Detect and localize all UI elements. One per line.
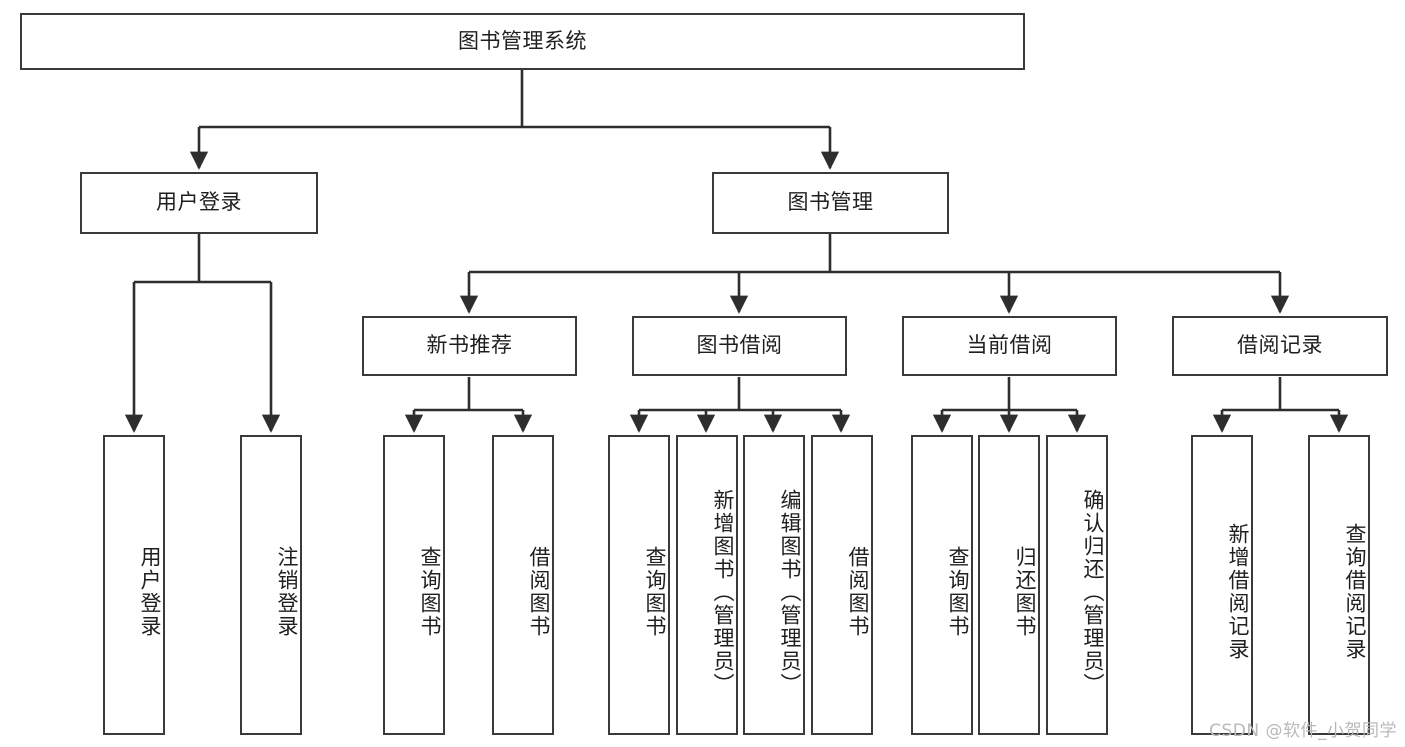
node-borrow-record[interactable]: 借阅记录: [1172, 316, 1388, 376]
leaf-record-add-record[interactable]: 新增借阅记录: [1191, 435, 1253, 735]
node-label: 新增借阅记录: [1226, 523, 1250, 661]
node-label: 编辑图书（管理员）: [778, 488, 802, 696]
node-current-borrow[interactable]: 当前借阅: [902, 316, 1117, 376]
leaf-record-query-record[interactable]: 查询借阅记录: [1308, 435, 1370, 735]
node-label: 借阅记录: [1237, 333, 1323, 358]
node-book-borrow[interactable]: 图书借阅: [632, 316, 847, 376]
node-label: 确认归还（管理员）: [1081, 488, 1105, 696]
node-label: 借阅图书: [527, 546, 551, 638]
leaf-current-query-book[interactable]: 查询图书: [911, 435, 973, 735]
node-root-system[interactable]: 图书管理系统: [20, 13, 1025, 70]
node-label: 图书管理系统: [458, 28, 587, 53]
leaf-user-login-login[interactable]: 用户登录: [103, 435, 165, 735]
node-label: 新书推荐: [426, 333, 513, 358]
leaf-user-login-logout[interactable]: 注销登录: [240, 435, 302, 735]
leaf-borrow-add-book-admin[interactable]: 新增图书（管理员）: [676, 435, 738, 735]
watermark-text: CSDN @软件_小贺同学: [1209, 721, 1397, 741]
node-new-book-recommend[interactable]: 新书推荐: [362, 316, 577, 376]
node-label: 借阅图书: [846, 546, 870, 638]
node-label: 归还图书: [1013, 546, 1037, 638]
leaf-borrow-edit-book-admin[interactable]: 编辑图书（管理员）: [743, 435, 805, 735]
node-label: 当前借阅: [966, 333, 1053, 358]
node-label: 查询图书: [946, 546, 970, 638]
node-label: 新增图书（管理员）: [711, 488, 735, 696]
leaf-current-confirm-return-admin[interactable]: 确认归还（管理员）: [1046, 435, 1108, 735]
node-label: 注销登录: [275, 546, 299, 638]
node-label: 用户登录: [138, 546, 162, 638]
node-user-login[interactable]: 用户登录: [80, 172, 318, 234]
node-label: 图书管理: [787, 190, 874, 215]
leaf-new-book-query[interactable]: 查询图书: [383, 435, 445, 735]
node-label: 用户登录: [156, 190, 242, 215]
leaf-borrow-query-book[interactable]: 查询图书: [608, 435, 670, 735]
node-book-management[interactable]: 图书管理: [712, 172, 949, 234]
leaf-new-book-borrow[interactable]: 借阅图书: [492, 435, 554, 735]
leaf-borrow-borrow-book[interactable]: 借阅图书: [811, 435, 873, 735]
node-label: 查询借阅记录: [1343, 523, 1367, 661]
node-label: 查询图书: [643, 546, 667, 638]
node-label: 查询图书: [418, 546, 442, 638]
leaf-current-return-book[interactable]: 归还图书: [978, 435, 1040, 735]
node-label: 图书借阅: [696, 333, 783, 358]
